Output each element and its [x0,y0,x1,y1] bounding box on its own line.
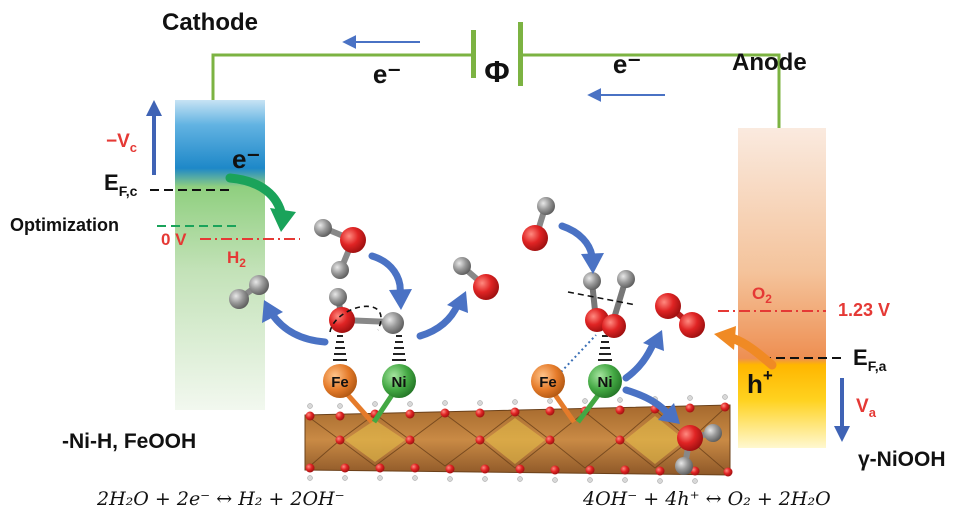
cathode-material-label: -Ni-H, FeOOH [62,430,196,453]
optimization-label: Optimization [10,215,119,235]
hydroxide-left [453,257,499,300]
o2-potential-label: 1.23 V [838,300,890,320]
ef-c-label: EF,c [104,170,138,199]
arrow-h2-release [262,300,329,346]
ni-atom-left [382,364,416,398]
ni-atom-right [588,364,622,398]
water-molecule-approach-left [314,219,366,279]
oer-equation: 4OH⁻ + 4h⁺ ↔ O₂ + 2H₂O [582,488,831,510]
anode-title: Anode [732,49,807,76]
reaction-arrows [262,222,680,424]
adsorbed-water-left [329,288,404,334]
arrow-o2-release [622,330,664,382]
o2-label: O2 [752,284,772,306]
zero-volt-label: 0 V [161,230,187,249]
left-active-site: Fe Ni [323,288,416,424]
hydrogen-molecule [229,275,269,309]
arrow-water-to-site [368,252,412,310]
arrow-oh-to-site [558,222,604,274]
her-equation: 2H₂O + 2e⁻ ↔ H₂ + 2OH⁻ [96,488,345,510]
fe-atom-right [531,364,565,398]
right-active-site: Fe Ni [531,270,637,424]
battery-plate-left [471,30,476,78]
neg-vc-arrow [146,100,162,175]
phi-symbol: Φ [484,54,509,89]
water-molecule-product-right [675,424,722,475]
electron-label-left: e⁻ [373,59,401,89]
electron-transfer-arrow [225,173,296,232]
fe-atom-left [323,364,357,398]
ni-label-left: Ni [392,374,407,391]
ni-label-right: Ni [598,374,613,391]
cathode-electron-label: e⁻ [232,144,260,174]
neg-vc-label: −Vc [106,131,137,155]
adsorbed-ooh-right [583,270,635,338]
external-circuit [211,22,781,128]
battery-plate-right [518,22,523,86]
anode-electrode-band [738,128,826,448]
arrow-water-release [622,386,680,424]
arrow-oh-release [416,291,468,340]
h2-label: H2 [227,248,246,270]
ef-a-label: EF,a [853,345,887,374]
oxygen-molecule [655,293,705,338]
catalyst-slab [304,394,733,484]
fe-label-left: Fe [331,374,349,391]
hydroxide-approach-right [522,197,555,251]
hole-transfer-arrow [714,326,777,370]
hole-label: h+ [747,366,773,399]
fe-label-right: Fe [539,374,557,391]
anode-material-label: γ-NiOOH [858,448,946,471]
electron-label-right: e⁻ [613,49,641,79]
cathode-electrode-band [175,100,265,410]
cathode-title: Cathode [162,9,258,36]
va-arrow [834,378,850,442]
va-label: Va [856,396,877,420]
